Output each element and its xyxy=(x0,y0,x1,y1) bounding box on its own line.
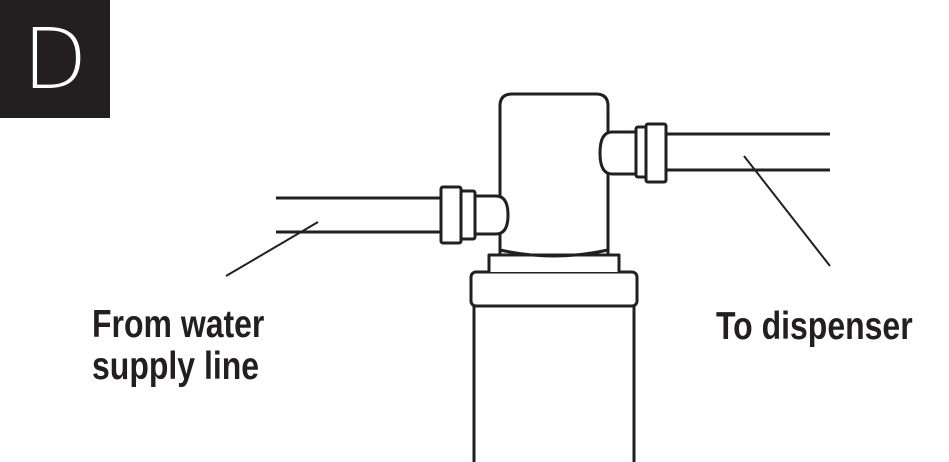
inlet-pipe xyxy=(276,196,442,234)
inlet-leader-line xyxy=(225,221,319,277)
outlet-leader-line xyxy=(743,155,831,267)
filter-canister xyxy=(469,253,639,462)
outlet-port xyxy=(598,130,638,176)
inlet-fitting xyxy=(439,185,477,245)
step-letter: D xyxy=(22,10,88,108)
inlet-label: From water supply line xyxy=(92,304,264,388)
inlet-label-line-2: supply line xyxy=(92,345,260,388)
outlet-pipe xyxy=(664,132,830,172)
outlet-fitting xyxy=(634,122,668,184)
step-badge: D xyxy=(0,0,110,118)
filter-head xyxy=(498,92,610,258)
outlet-label: To dispenser xyxy=(716,305,913,348)
inlet-port xyxy=(472,194,510,236)
inlet-label-line-1: From water xyxy=(92,303,265,346)
